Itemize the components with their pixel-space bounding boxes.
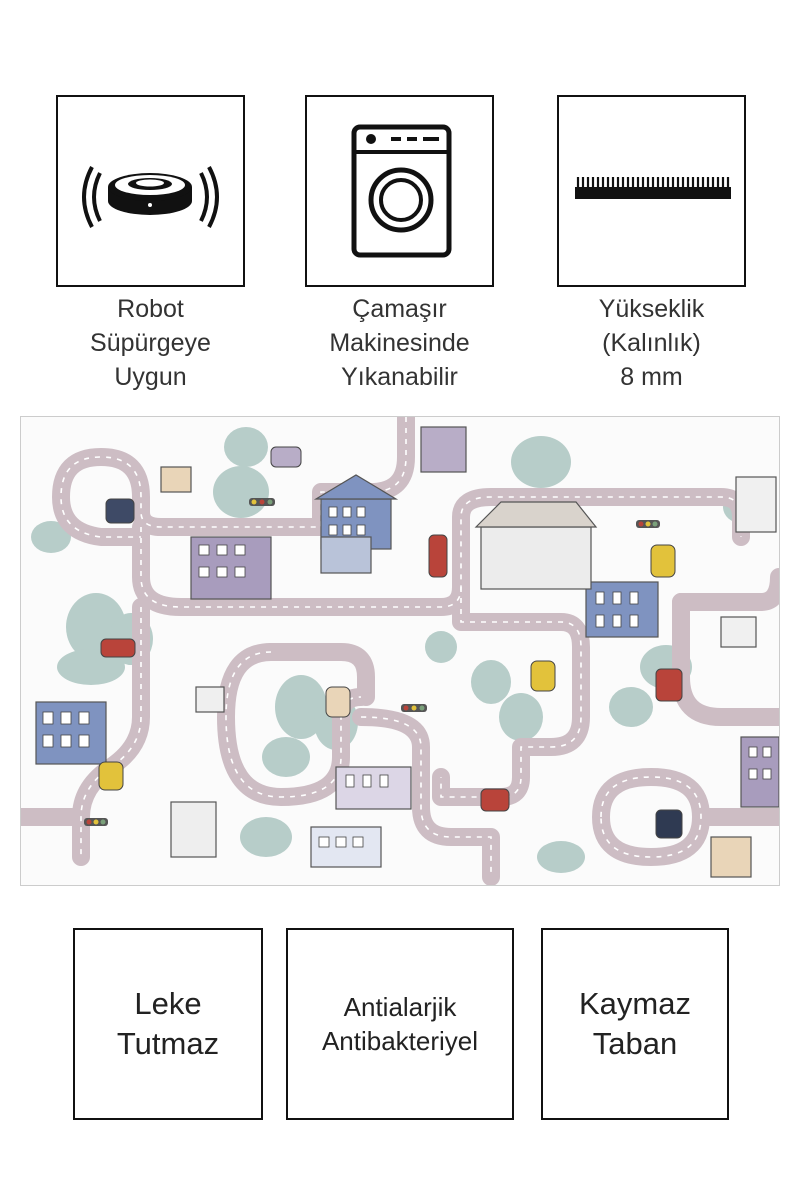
windows <box>42 506 772 848</box>
robot-vacuum-icon <box>82 166 219 228</box>
rug-illustration <box>20 416 780 886</box>
pile-height-icon <box>575 177 731 199</box>
road-dashes <box>60 417 742 877</box>
feature-box-washing <box>305 95 494 287</box>
feature-caption-height: Yükseklik (Kalınlık) 8 mm <box>598 295 705 391</box>
feature-box-robot <box>56 95 245 287</box>
feature-box-nonslip: Kaymaz Taban <box>541 928 729 1120</box>
washing-machine-icon <box>351 124 452 258</box>
feature-caption-washing: Çamaşır Makinesinde Yıkanabilir <box>329 295 470 391</box>
rug-pattern-image <box>21 417 779 885</box>
feature-box-height <box>557 95 746 287</box>
feature-box-stain: Leke Tutmaz <box>73 928 263 1120</box>
traffic-lights <box>84 498 660 826</box>
feature-box-antiallergic: Antialarjik Antibakteriyel <box>286 928 514 1120</box>
cars <box>98 446 683 839</box>
feature-caption-robot: Robot Süpürgeye Uygun <box>90 295 211 391</box>
